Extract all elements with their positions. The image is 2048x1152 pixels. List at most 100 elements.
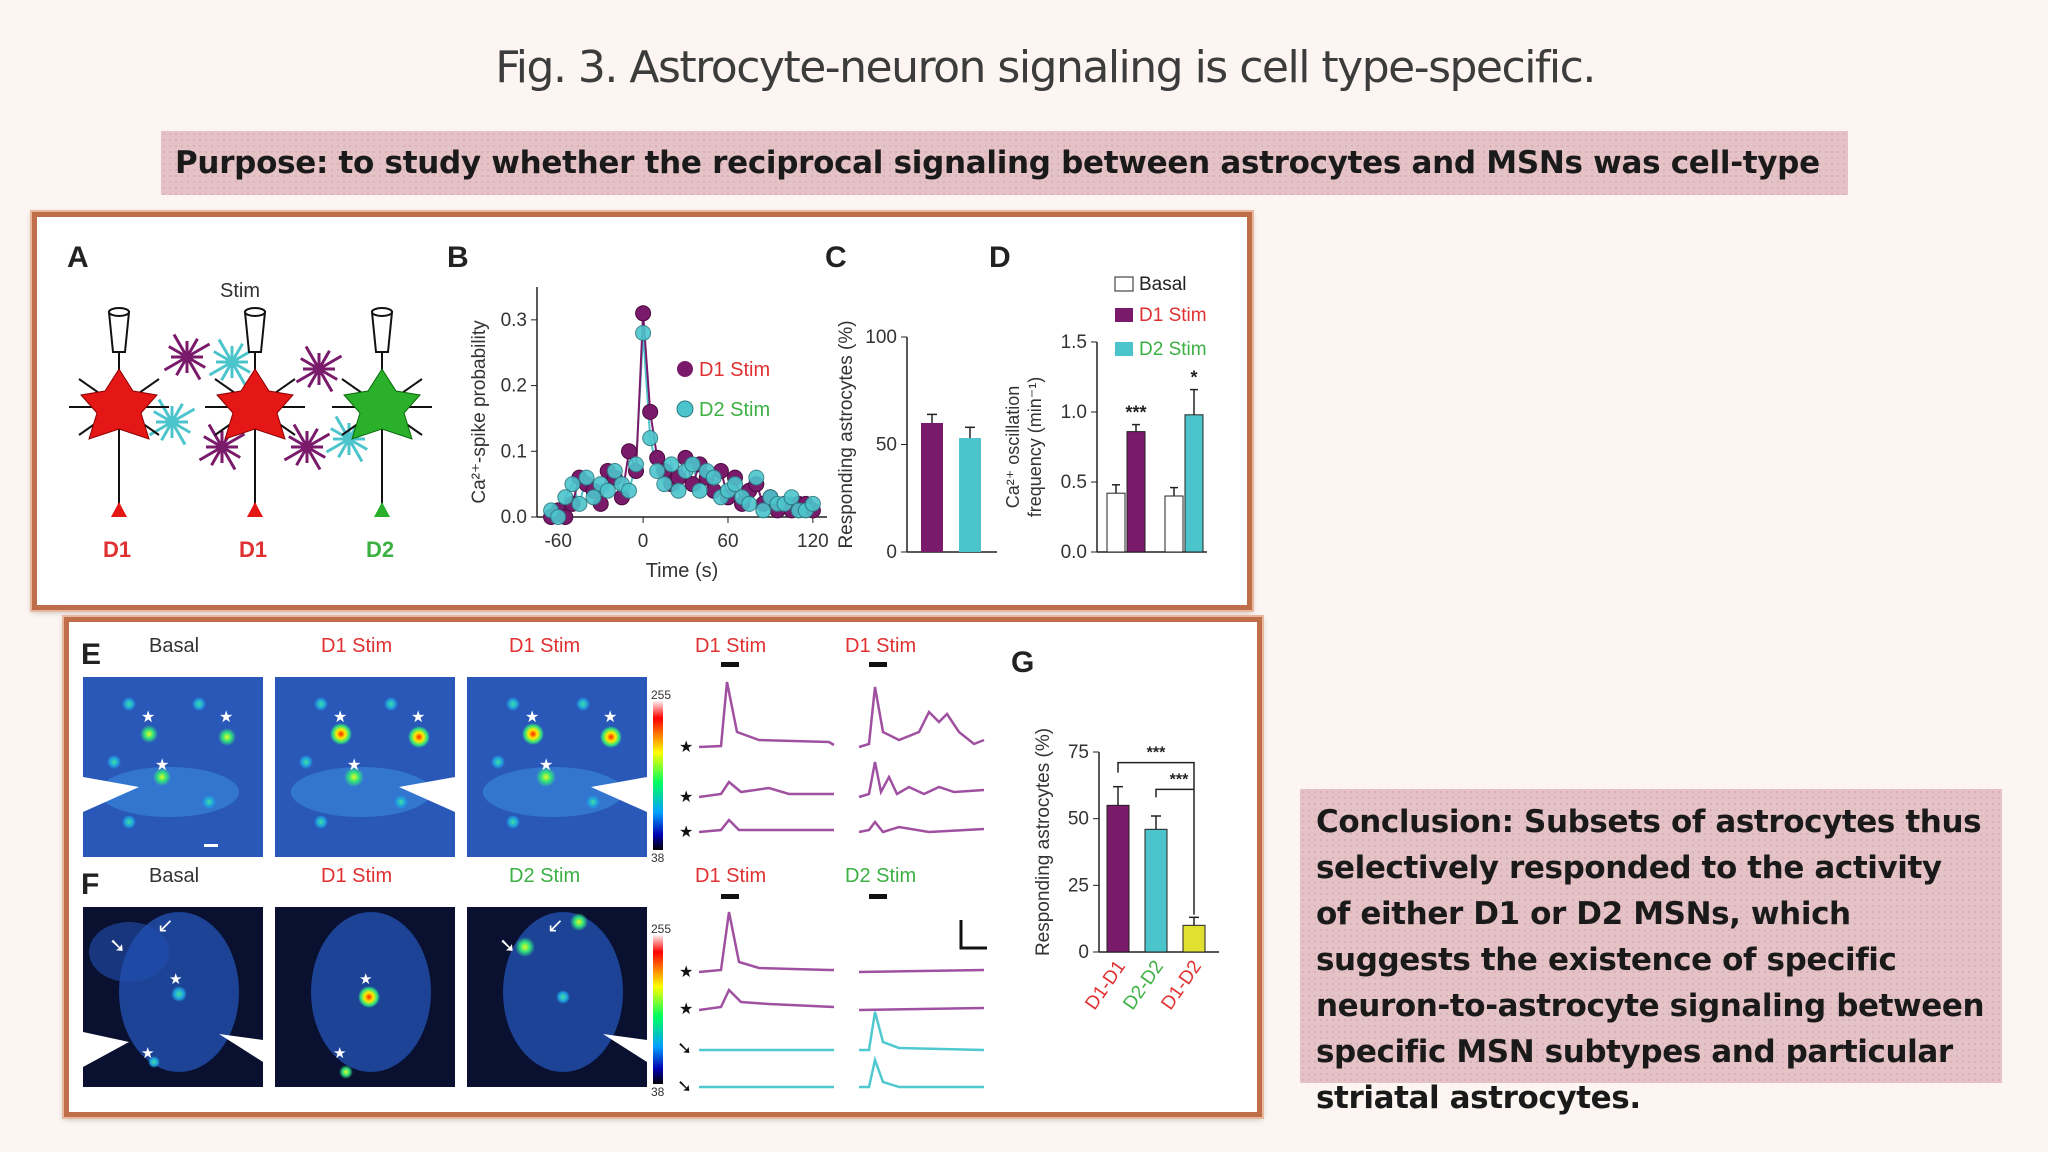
panel-b-point-d2 [656,476,673,493]
panel-g-ytick-label: 0 [1078,942,1089,963]
panel-g-significance-2: *** [1170,771,1189,788]
panel-f-colorbar-min: 38 [651,1085,665,1099]
svg-text:★: ★ [141,1045,154,1062]
panel-b-point-d2 [585,489,602,506]
panel-e-letter: E [81,638,101,671]
neuron-d2-right [332,307,432,517]
panel-b-ytick-label: 0.3 [501,310,527,331]
panel-b-point-d2 [599,482,616,499]
panel-d-letter: D [989,241,1011,274]
panel-d-bar [1184,414,1204,553]
svg-text:➘: ➘ [677,1076,692,1096]
panel-a-letter: A [67,241,89,274]
panel-a-label-d1-left: D1 [103,537,131,562]
panel-d-legend-basal: Basal [1139,274,1187,295]
panel-b-point-d2 [755,502,772,519]
panel-d-legend-basal-swatch [1114,276,1134,292]
panel-e-image-d1-stim-2: ★ ★ ★ [467,677,647,857]
astrocyte-5 [295,345,343,393]
panel-b-point-d2 [684,456,701,473]
panel-d-legend-d1-swatch [1115,308,1133,322]
panel-f-image-d2-stim: ➘↙ [467,907,647,1087]
conclusion-box: Conclusion: Subsets of astrocytes thus s… [1300,789,2002,1116]
figure-bottom-svg: E Basal D1 Stim D1 Stim D1 Stim D1 Stim … [81,635,1219,1099]
panel-b-xtick-label: -60 [544,531,571,552]
panel-b-xlabel: Time (s) [646,560,719,582]
panel-e-image-basal: ★★★ [83,677,263,857]
panel-b-point-d2 [804,495,821,512]
astrocyte-4 [198,423,246,471]
panel-f-image-d1-stim: ★★ [275,907,455,1087]
panel-g-bar-d2-d2 [1144,828,1168,953]
panel-c-ytick-label: 0 [886,542,897,563]
panel-d-legend-d2: D2 Stim [1139,339,1207,360]
panel-b-point-d2 [649,463,666,479]
svg-text:★: ★ [141,709,155,726]
panel-e-image-label-3: D1 Stim [509,635,580,657]
svg-text:★: ★ [525,709,539,726]
panel-b-point-d2 [571,495,588,512]
panel-e-image-label-1: Basal [149,635,199,657]
panel-e-trace-label-1: D1 Stim [695,635,766,657]
figure-panel-top: A Stim D1 D1 D2 B 0. [32,212,1252,610]
panel-g-ytick-label: 75 [1068,742,1089,763]
panel-d-bar [1106,492,1126,553]
panel-c-bar-d1 [921,423,943,552]
panel-b-point-d2 [578,469,595,486]
panel-f-image-label-1: Basal [149,865,199,887]
panel-g-xtick-label: D1-D2 [1157,957,1206,1014]
panel-b-point-d2 [628,456,644,473]
panel-d-ytick-label: 0.0 [1061,542,1087,563]
svg-text:★: ★ [411,709,425,726]
panel-b-point-d2 [783,489,800,506]
svg-text:➘: ➘ [677,1038,692,1058]
panel-b-ytick-label: 0.2 [501,376,527,397]
panel-d-ylabel-line2: frequency (min⁻¹) [1025,377,1045,518]
panel-e-colorbar-min: 38 [651,851,665,865]
neuron-d1-middle [205,307,305,517]
panel-d-legend-d1: D1 Stim [1139,305,1207,326]
panel-c-ytick-label: 100 [865,327,897,348]
panel-f-trace-label-2: D2 Stim [845,865,916,887]
panel-d-ytick-label: 1.5 [1061,332,1087,353]
panel-b-xtick-label: 0 [638,531,649,552]
panel-c-letter: C [825,241,847,274]
svg-text:➘: ➘ [109,935,126,957]
panel-b-point-d1 [635,305,652,322]
panel-d-bar [1164,495,1184,553]
panel-f-image-label-2: D1 Stim [321,865,392,887]
panel-b-point-d2 [564,476,581,493]
purpose-banner: Purpose: to study whether the reciprocal… [161,131,1848,245]
svg-text:★: ★ [539,757,553,774]
panel-c-ylabel: Responding astrocytes (%) [836,320,857,548]
panel-g-ytick-label: 50 [1068,809,1089,830]
svg-text:★: ★ [347,757,361,774]
panel-b-point-d2 [557,489,574,506]
panel-b-ytick-label: 0.0 [501,507,527,528]
panel-f-image-label-3: D2 Stim [509,865,580,887]
panel-d-ytick-label: 0.5 [1061,472,1087,493]
svg-text:★: ★ [333,709,347,726]
panel-b-point-d2 [642,430,659,447]
panel-c-bar-d2 [959,438,981,552]
astrocyte-illustrations [148,333,373,471]
neuron-d1-left [69,307,169,517]
svg-text:★: ★ [603,709,617,726]
panel-b-point-d2 [606,463,623,479]
panel-d-ytick-label: 1.0 [1061,402,1087,423]
panel-b-point-d2 [550,509,567,525]
svg-text:★: ★ [679,1001,693,1018]
panel-b-legend-d1-marker [677,361,693,377]
panel-b-ytick-label: 0.1 [501,441,527,462]
panel-g-letter: G [1011,646,1034,679]
astrocyte-2 [148,398,196,446]
svg-text:➘: ➘ [499,935,516,957]
svg-text:★: ★ [359,971,372,988]
panel-b-point-d2 [691,482,708,499]
panel-b-point-d2 [741,495,758,512]
panel-b-letter: B [447,241,469,274]
panel-d-legend-d2-swatch [1115,342,1133,356]
